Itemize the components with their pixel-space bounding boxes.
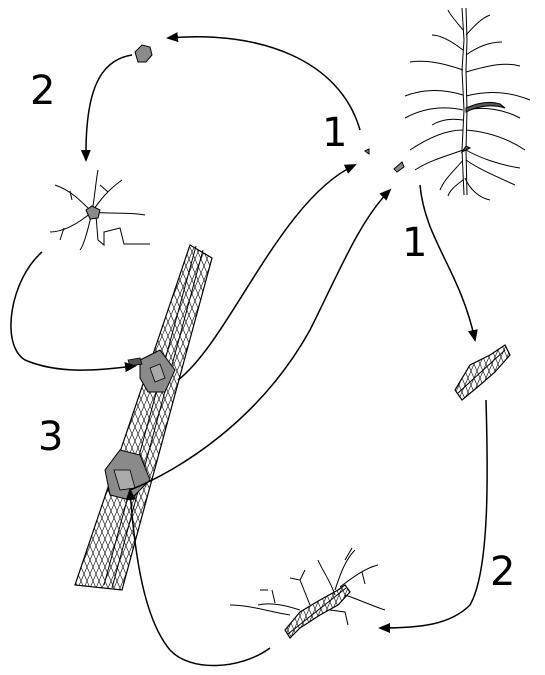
arrow-plant-to-root-right [420,185,475,340]
stage-label-1-right: 1 [402,220,427,266]
host-plant-illustration [405,8,530,200]
spore-small-upper [365,149,369,154]
spore-small-lower [394,162,404,172]
infected-root-fragment [75,245,212,590]
arrow-root-right-to-bottom [380,400,487,628]
stage-label-1-top: 1 [322,110,347,156]
stage-label-2-top-left: 2 [30,68,55,114]
arrow-top-left-to-hyphae [86,55,132,160]
stage-label-3: 3 [38,414,63,460]
spore-top-left [135,45,152,62]
root-fragment-right [455,345,510,400]
arrow-bottom-to-root-lower [130,490,270,666]
arrow-hyphae-to-root [11,252,135,370]
root-fragment-with-hyphae-bottom [230,548,385,638]
stage-label-2-right: 2 [490,549,515,595]
